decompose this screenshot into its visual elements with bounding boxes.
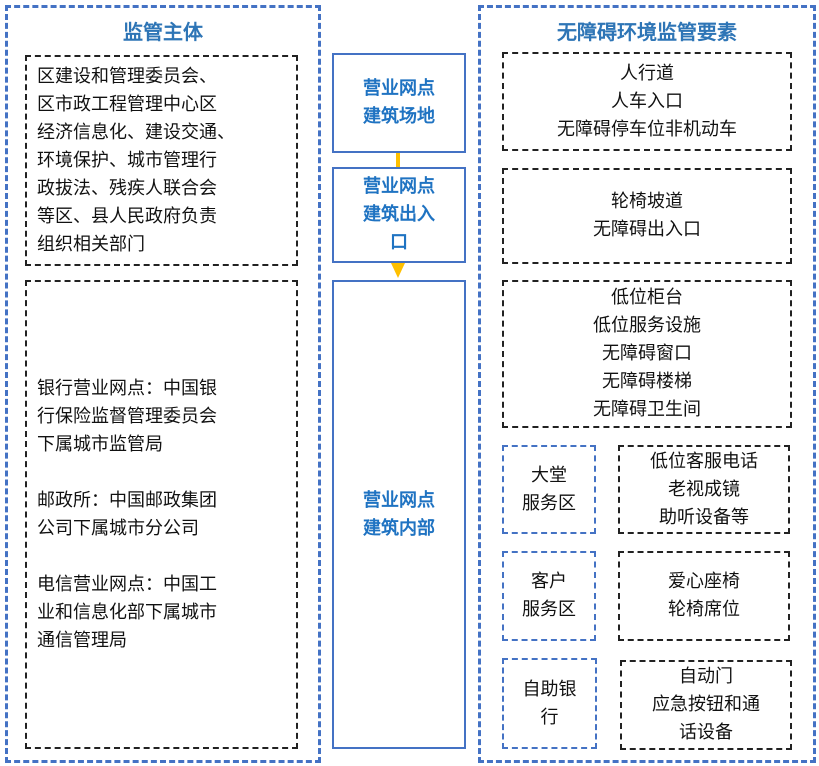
entrance-elements-box: 轮椅坡道无障碍出入口 [502, 168, 792, 264]
text-line: 轮椅坡道 [611, 191, 683, 212]
text-line: 低位服务设施 [593, 315, 701, 336]
text-line: 口 [390, 232, 408, 253]
text-line: 服务区 [522, 492, 576, 514]
text-line: 无障碍楼梯 [602, 371, 692, 392]
text-line: 爱心座椅 [668, 571, 740, 592]
text-line: 营业网点 [363, 489, 435, 511]
text-line: 建筑场地 [363, 106, 435, 127]
text-line: 无障碍窗口 [602, 343, 692, 364]
elements-title: 无障碍环境监管要素 [557, 20, 737, 44]
text-line: 低位柜台 [611, 287, 683, 308]
text-line: 自助银 [522, 678, 577, 700]
zone-self-service-items: 自动门应急按钮和通话设备 [620, 660, 792, 750]
zone-customer-items: 爱心座椅轮椅席位 [618, 551, 790, 641]
text-line: 公司下属城市分公司 [37, 517, 199, 539]
text-line: 经济信息化、建设交通、 [37, 121, 235, 143]
text-line: 建筑内部 [363, 517, 435, 539]
zone-lobby-items: 低位客服电话老视成镜助听设备等 [618, 445, 790, 534]
text-line: 邮政所：中国邮政集团 [37, 489, 217, 511]
elements-panel: 无障碍环境监管要素 [478, 5, 816, 763]
text-line: 环境保护、城市管理行 [37, 149, 217, 171]
text-line: 区建设和管理委员会、 [37, 65, 217, 87]
zone-lobby: 大堂服务区 [502, 445, 596, 534]
text-line: 等区、县人民政府负责 [37, 205, 217, 227]
text-line: 电信营业网点：中国工 [37, 573, 217, 595]
connector-line [396, 153, 400, 167]
text-line: 话设备 [679, 722, 733, 743]
text-line: 无障碍卫生间 [593, 399, 701, 420]
text-line: 应急按钮和通 [652, 694, 760, 715]
text-line: 服务区 [522, 599, 576, 620]
text-line: 人行道 [620, 62, 674, 84]
text-line: 低位客服电话 [650, 450, 758, 472]
node-building-interior: 营业网点建筑内部 [332, 280, 466, 749]
text-line: 营业网点 [363, 78, 435, 99]
zone-self-service: 自助银行 [502, 658, 597, 749]
text-line: 区市政工程管理中心区 [37, 93, 217, 115]
text-line: 轮椅席位 [668, 599, 740, 620]
text-line: 下属城市监管局 [37, 433, 163, 455]
regulator-title: 监管主体 [123, 20, 203, 44]
regulator-sector-box: 银行营业网点：中国银行保险监督管理委员会下属城市监管局邮政所：中国邮政集团公司下… [25, 280, 298, 749]
text-line: 自动门 [679, 666, 733, 687]
text-line: 老视成镜 [668, 478, 740, 500]
text-line: 大堂 [531, 464, 567, 486]
text-line: 助听设备等 [659, 506, 749, 528]
text-line: 无障碍出入口 [593, 219, 701, 240]
text-line: 客户 [531, 571, 567, 592]
text-line: 通信管理局 [37, 629, 127, 651]
text-line: 营业网点 [363, 176, 435, 197]
text-line: 人车入口 [611, 90, 683, 112]
zone-customer: 客户服务区 [502, 551, 596, 641]
interior-elements-box: 低位柜台低位服务设施无障碍窗口无障碍楼梯无障碍卫生间 [502, 280, 792, 428]
text-line: 行保险监督管理委员会 [37, 405, 217, 427]
text-line: 行 [540, 706, 559, 728]
node-building-site: 营业网点建筑场地 [332, 53, 466, 153]
site-elements-box: 人行道人车入口无障碍停车位非机动车 [502, 52, 792, 151]
regulator-departments-box: 区建设和管理委员会、区市政工程管理中心区经济信息化、建设交通、环境保护、城市管理… [25, 55, 298, 266]
text-line: 政拔法、残疾人联合会 [37, 177, 217, 199]
text-line: 组织相关部门 [37, 233, 145, 255]
regulator-panel: 监管主体 [5, 5, 321, 763]
text-line: 无障碍停车位非机动车 [557, 118, 737, 140]
text-line: 业和信息化部下属城市 [37, 601, 217, 623]
text-line: 建筑出入 [363, 204, 435, 225]
text-line: 银行营业网点：中国银 [37, 377, 217, 399]
arrow-down-icon [391, 263, 405, 278]
node-building-entrance: 营业网点建筑出入口 [332, 167, 466, 263]
